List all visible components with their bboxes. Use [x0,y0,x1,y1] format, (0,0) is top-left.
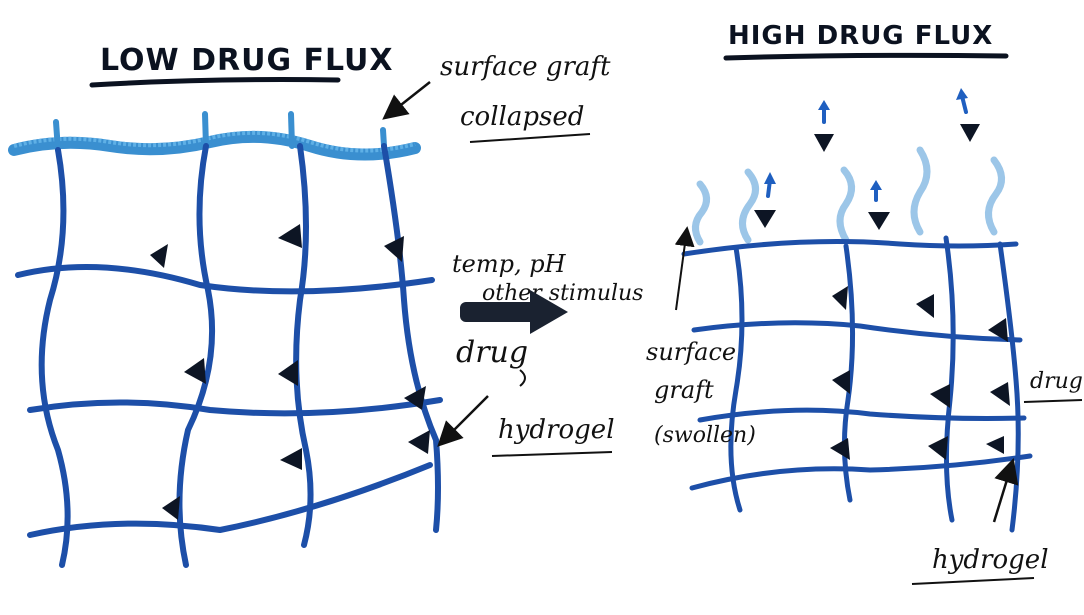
right-drug-molecules [830,286,1010,460]
right-graft-label-line3: (swollen) [654,423,756,448]
left-hydrogel-pointer-arrow [446,396,488,438]
drug-molecule [162,496,180,520]
drug-molecule [280,448,302,470]
drug-molecule [384,236,404,262]
left-drug-molecules [150,224,430,520]
left-graft-pointer-arrow [392,82,430,112]
drug-molecule [184,358,206,384]
right-graft-label-line1: surface [646,338,736,366]
right-hydrogel-label: hydrogel [932,545,1049,575]
stimulus-label-line1: temp, pH [452,250,567,278]
release-arrows [764,88,968,200]
right-drug-label: drug [1030,369,1083,394]
left-graft-underline [470,134,590,142]
left-hydrogel-underline [492,452,612,456]
collapsed-surface-graft [14,114,415,155]
right-panel: HIGH DRUG FLUX [646,21,1083,584]
drug-molecule [278,224,302,248]
drug-molecule-released [754,210,776,228]
right-title: HIGH DRUG FLUX [728,21,993,51]
middle-drug-pointer [520,370,525,386]
right-graft-pointer-arrow [676,236,686,310]
right-hydrogel-pointer-arrow [994,470,1010,522]
drug-molecule-released [814,134,834,152]
drug-molecule [986,436,1004,454]
drug-molecule [832,286,848,310]
drug-molecule [928,436,948,460]
left-hydrogel-label: hydrogel [498,415,615,445]
drug-molecule [150,244,168,268]
left-graft-label-line2: collapsed [460,102,584,132]
drug-molecule [930,384,950,408]
swollen-surface-graft [695,150,1001,242]
left-title-underline [92,80,338,85]
drug-molecule [916,294,934,318]
left-hydrogel-mesh [18,146,440,565]
left-graft-label-line1: surface graft [440,52,611,82]
drug-molecule [990,382,1010,406]
drug-molecule [832,370,850,394]
drug-molecule [408,430,430,454]
right-title-underline [726,55,1006,58]
stimulus-section: temp, pH other stimulus drug [452,250,643,386]
right-hydrogel-mesh [684,238,1030,530]
drug-molecule [830,438,850,460]
middle-drug-label: drug [456,335,528,370]
right-hydrogel-underline [912,578,1034,584]
drug-molecule [278,360,298,386]
right-graft-label-line2: graft [654,376,714,404]
left-title: LOW DRUG FLUX [100,43,394,78]
drug-molecule-released [960,124,980,142]
right-drug-underline [1024,400,1082,402]
drug-molecule-released [868,212,890,230]
released-drug-molecules [754,124,980,230]
